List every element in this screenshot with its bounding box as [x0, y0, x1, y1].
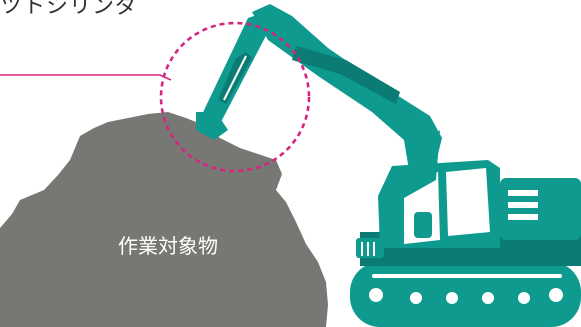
- bucket-cylinder-label: ツトシリンダ: [0, 0, 139, 19]
- highlight-circle: [159, 21, 311, 173]
- work-pile-label: 作業対象物: [118, 234, 218, 258]
- excavator-illustration: [196, 4, 581, 327]
- leader-line: [0, 74, 172, 81]
- work-pile-shape: [0, 112, 328, 327]
